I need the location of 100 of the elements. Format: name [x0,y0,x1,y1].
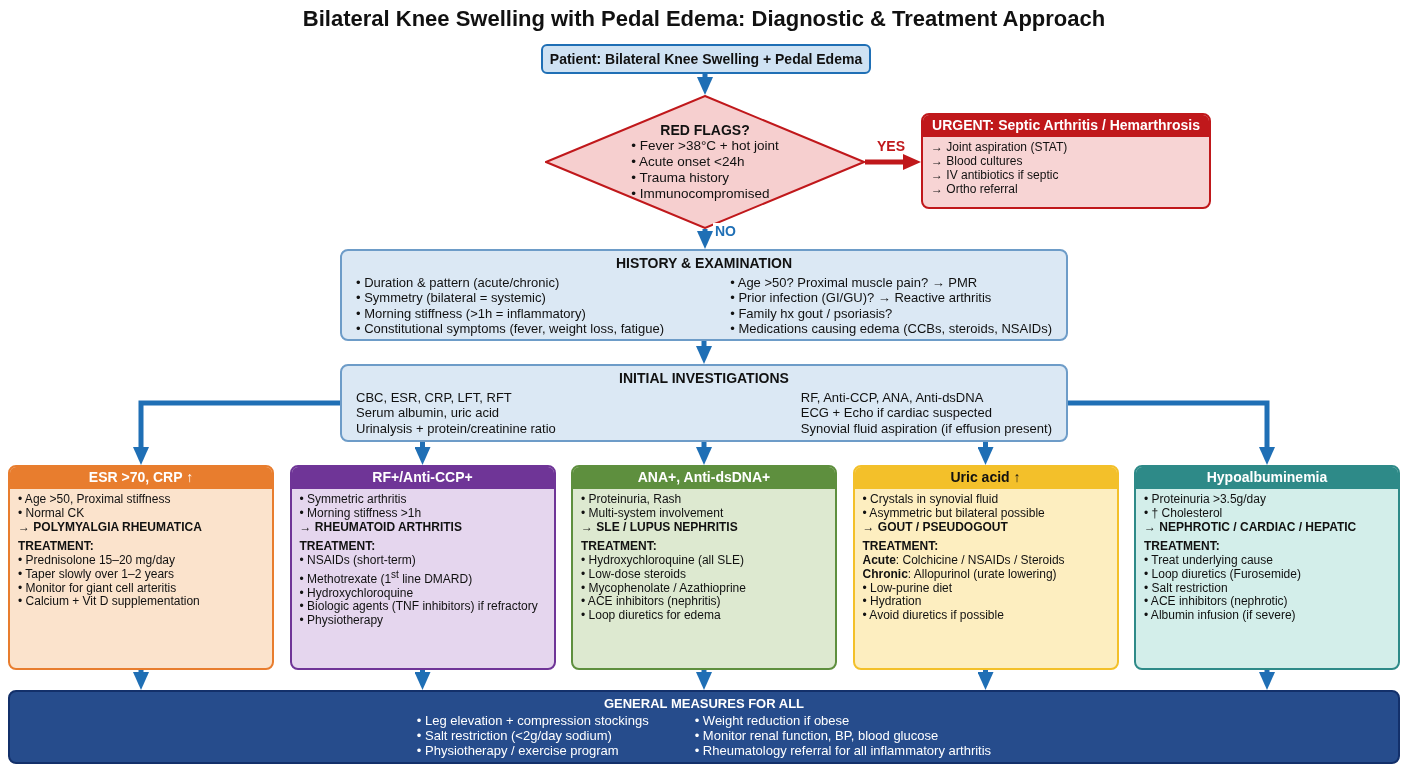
diagram-title: Bilateral Knee Swelling with Pedal Edema: Diagnostic & Treatment Approach [301,6,1107,32]
finding-card [921,113,1211,209]
list-item: • Prednisolone 15–20 mg/day [18,554,176,568]
finding-card [852,465,1119,670]
arrow [865,154,921,170]
arrow [696,442,712,465]
list-item: → Blood cultures [931,154,1023,169]
card-header: RF+/Anti-CCP+ [291,467,554,489]
list-item: • Multi-system involvement [581,506,725,521]
edge-label: NO [713,223,738,239]
list-item: • Symmetry (bilateral = systemic) [356,290,547,306]
list-item: → Ortho referral [931,183,1019,197]
list-item: • Monitor renal function, BP, blood glucose [694,728,940,743]
list-item: • Methotrexate (1$^{st}$ line DMARD) [299,567,474,587]
treatment-heading: TREATMENT: [862,540,940,554]
card-header: URGENT: Septic Arthritis / Hemarthrosis [923,115,1209,137]
list-item: • Immunocompromised [631,186,771,202]
arrow [414,670,431,690]
list-item: • Leg elevation + compression stockings [416,713,649,728]
list-item: Acute: Colchicine / NSAIDs / Steroids [862,554,1066,568]
panel-heading: GENERAL MEASURES FOR ALL [602,696,806,711]
arrow [1068,400,1275,465]
panel-heading: HISTORY & EXAMINATION [614,256,794,272]
list-item: ECG + Echo if cardiac suspected [800,405,993,421]
list-item: • Acute onset <24h [631,154,746,170]
arrow [697,74,713,95]
list-item: • Low-dose steroids [581,567,686,582]
list-item: • Taper slowly over 1–2 years [18,567,176,582]
list-item: Serum albumin, uric acid [356,405,501,421]
list-item: • Crystals in synovial fluid [862,492,1000,507]
card-header: ESR >70, CRP ↑ [10,467,272,489]
arrow [696,670,712,690]
list-item: • Hydration [862,595,922,610]
list-item: Synovial fluid aspiration (if effusion present) [800,420,1052,436]
list-item: • Rheumatology referral for all inflammatory arthritis [694,743,992,758]
list-item: • Proteinuria >3.5g/day [1144,492,1267,507]
list-item: • Salt restriction (<2g/day sodium) [416,728,613,743]
list-item: • Normal CK [18,506,86,521]
list-item: • ACE inhibitors (nephritis) [581,595,721,610]
list-item: • Weight reduction if obese [694,713,851,728]
list-item: • Mycophenolate / Azathioprine [581,581,747,596]
treatment-heading: TREATMENT: [1144,540,1221,554]
finding-card [1134,465,1400,670]
list-item: RF, Anti-CCP, ANA, Anti-dsDNA [800,389,985,405]
list-item: → GOUT / PSEUDOGOUT [862,521,1009,536]
list-item: Chronic: Allopurinol (urate lowering) [862,567,1058,582]
decision-heading: RED FLAGS? [660,122,750,138]
finding-card [571,465,837,670]
list-item: • Loop diuretics (Furosemide) [1144,567,1302,582]
list-item: → POLYMYALGIA RHEUMATICA [18,521,203,536]
treatment-heading: TREATMENT: [18,540,95,554]
list-item: • Biologic agents (TNF inhibitors) if refractory [299,600,539,615]
list-item: • Trauma history [631,170,731,186]
arrow [414,442,431,465]
arrow [133,400,340,465]
summary-panel [8,690,1400,764]
card-header: ANA+, Anti-dsDNA+ [573,467,835,489]
edge-label: YES [875,138,907,154]
list-item: CBC, ESR, CRP, LFT, RFT [356,389,513,405]
list-item: • Age >50? Proximal muscle pain? → PMR [730,274,979,290]
arrow [696,341,712,364]
finding-card [8,465,274,670]
treatment-heading: TREATMENT: [581,540,658,554]
list-item: → SLE / LUPUS NEPHRITIS [581,521,739,536]
arrow [1259,670,1275,690]
process-panel [340,364,1068,442]
list-item: • Calcium + Vit D supplementation [18,595,201,610]
list-item: • Proteinuria, Rash [581,492,683,507]
finding-card [289,465,556,670]
list-item: • Morning stiffness (>1h = inflammatory) [356,305,587,321]
list-item: • Medications causing edema (CCBs, steroids, NSAIDs) [730,321,1052,337]
list-item: • Constitutional symptoms (fever, weight loss, fatigue) [356,321,664,337]
list-item: • † Cholesterol [1144,506,1223,521]
arrow [697,229,713,249]
list-item: • Low-purine diet [862,581,953,596]
list-item: • Duration & pattern (acute/chronic) [356,274,561,290]
list-item: • Asymmetric but bilateral possible [862,506,1046,521]
list-item: • Physiotherapy [299,614,385,628]
list-item: • Avoid diuretics if possible [862,609,1005,623]
arrow [977,442,994,465]
start-box: Patient: Bilateral Knee Swelling + Pedal Edema [541,44,871,74]
treatment-heading: TREATMENT: [299,540,377,554]
card-header: Hypoalbuminemia [1136,467,1398,489]
list-item: • Fever >38°C + hot joint [631,138,779,154]
list-item: → RHEUMATOID ARTHRITIS [299,521,463,536]
list-item: • Loop diuretics for edema [581,609,722,623]
list-item: • NSAIDs (short-term) [299,554,417,568]
list-item: • Albumin infusion (if severe) [1144,609,1297,623]
list-item: • Morning stiffness >1h [299,506,423,521]
arrow [977,670,994,690]
list-item: → NEPHROTIC / CARDIAC / HEPATIC [1144,521,1358,536]
list-item: • Physiotherapy / exercise program [416,743,620,758]
list-item: • Prior infection (GI/GU)? → Reactive arthritis [730,290,993,306]
list-item: • ACE inhibitors (nephrotic) [1144,595,1289,610]
card-header: Uric acid ↑ [854,467,1117,489]
list-item: • Age >50, Proximal stiffness [18,492,172,507]
list-item: • Salt restriction [1144,581,1229,596]
list-item: • Treat underlying cause [1144,554,1274,568]
list-item: • Family hx gout / psoriasis? [730,305,894,321]
arrow [133,670,149,690]
